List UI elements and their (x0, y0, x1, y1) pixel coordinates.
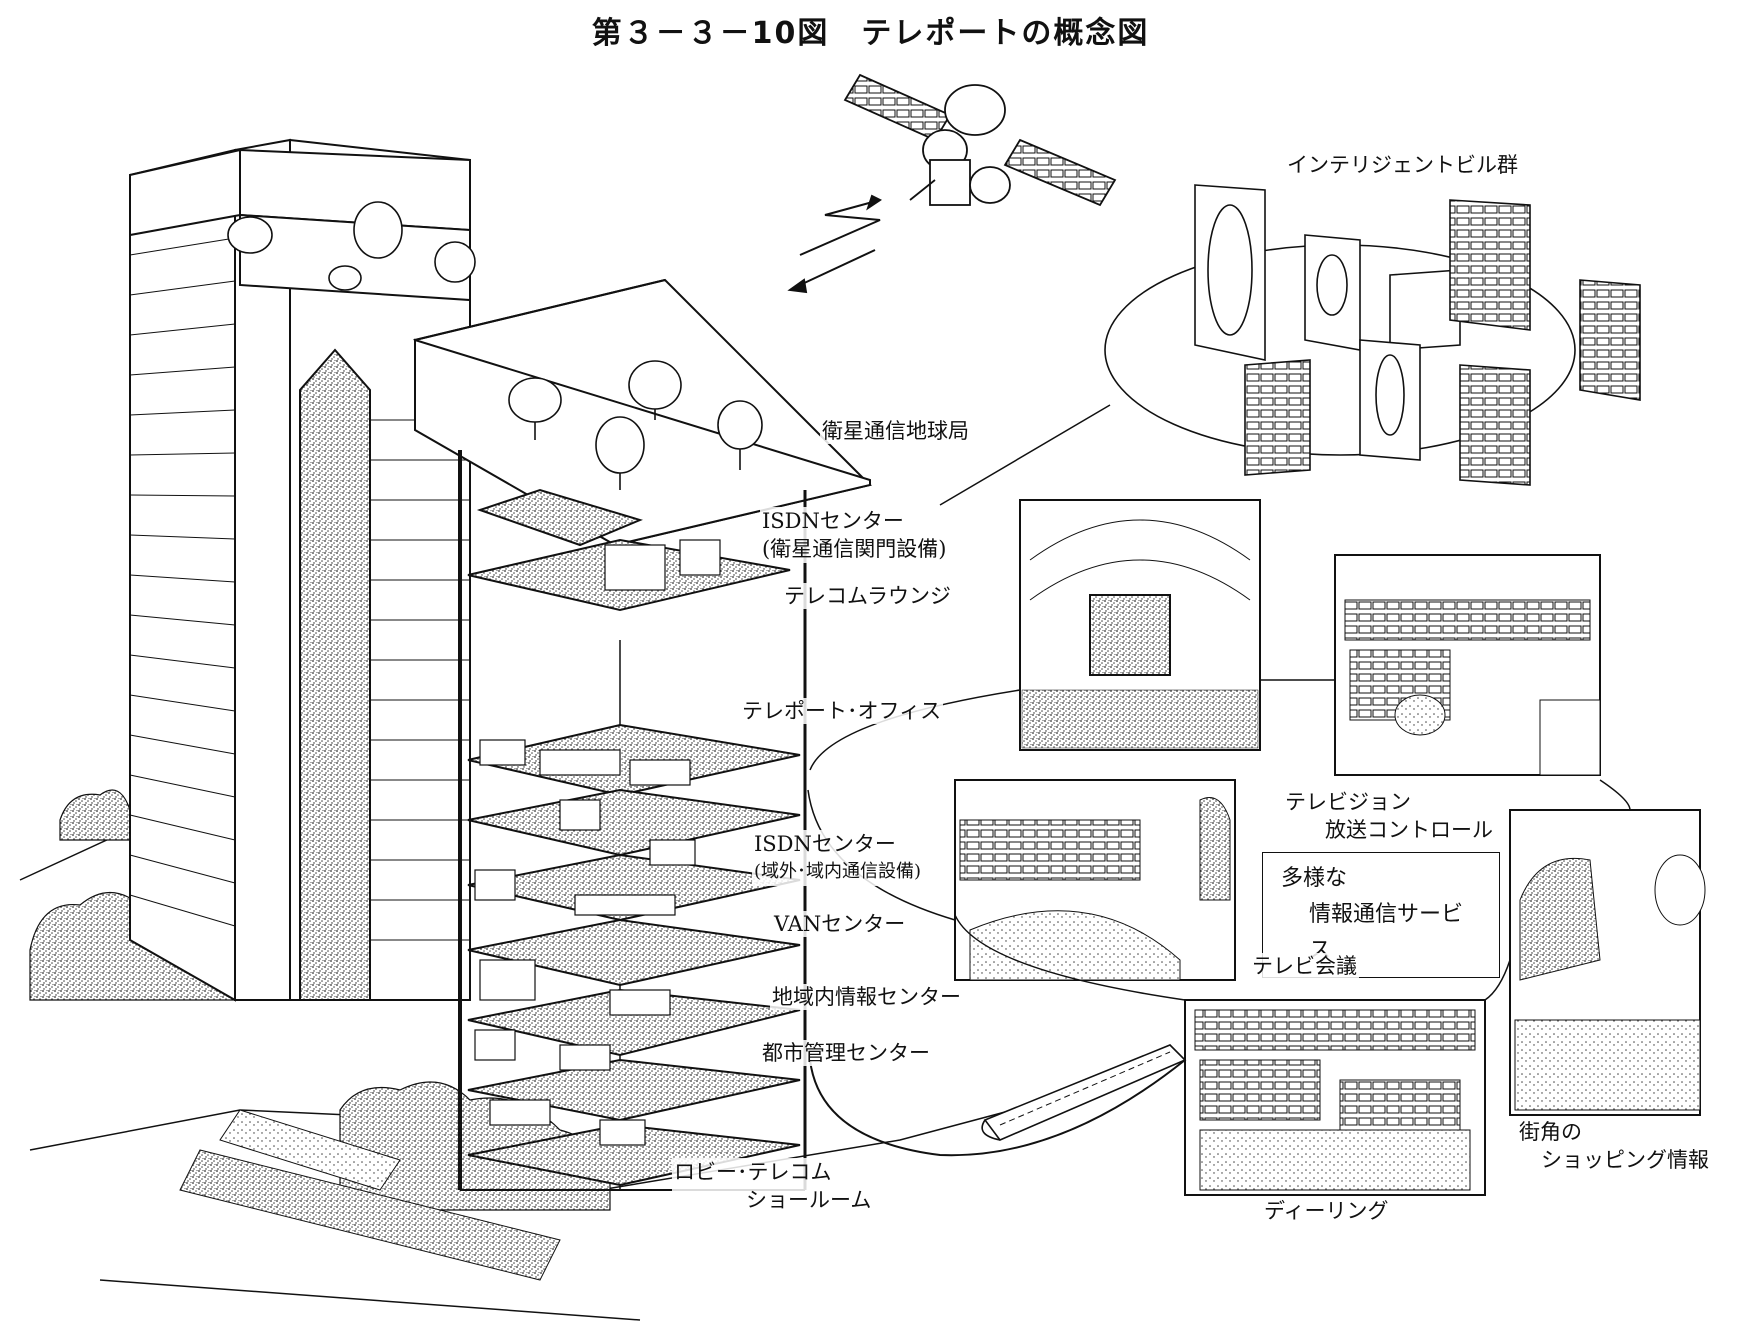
left-tower (129, 138, 471, 1002)
roof-dishes (508, 360, 763, 490)
label-isdn-center-top-line1: ISDNセンター (762, 509, 904, 533)
label-telecom-lounge: テレコムラウンジ (782, 583, 953, 609)
label-isdn-center-mid-line1: ISDNセンター (754, 832, 896, 856)
label-street-shopping: 街角の ショッピング情報 (1517, 1118, 1711, 1174)
label-isdn-center-top-line2: (衛星通信関門設備) (762, 537, 947, 561)
label-van-center: VANセンター (772, 911, 908, 937)
label-lobby-showroom: ロビー･テレコム ショールーム (672, 1158, 874, 1214)
diverse-services-line1: 多様な (1281, 866, 1348, 891)
label-street-shopping-line1: 街角の (1519, 1120, 1582, 1144)
scene-panel-tv-conference (954, 779, 1236, 981)
label-street-shopping-line2: ショッピング情報 (1541, 1148, 1709, 1172)
label-tv-broadcast-control: テレビジョン 放送コントロール (1283, 788, 1495, 844)
label-satellite-earth-station: 衛星通信地球局 (820, 418, 971, 444)
connector-buildings (939, 404, 1111, 506)
scene-panel-shopping (1509, 809, 1706, 1116)
monorail-train (809, 1044, 1187, 1157)
label-isdn-center-top: ISDNセンター (衛星通信関門設備) (760, 507, 949, 563)
label-lobby-line1: ロビー･テレコム (674, 1160, 832, 1184)
scene-panel-dealing (1184, 999, 1486, 1196)
label-urban-mgmt-center: 都市管理センター (760, 1040, 932, 1066)
intelligent-building-cluster (1104, 184, 1641, 486)
satellite (843, 73, 1117, 207)
left-tower-dishes (227, 201, 476, 291)
label-dealing: ディーリング (1262, 1198, 1391, 1224)
label-intelligent-buildings: インテリジェントビル群 (1285, 152, 1520, 178)
satellite-link-arrows (787, 194, 882, 294)
label-tv-conference: テレビ会議 (1250, 953, 1359, 979)
label-tv-broadcast-line2: 放送コントロール (1325, 818, 1493, 842)
scene-panel-tv-control (1334, 554, 1601, 776)
label-isdn-center-mid-line2: (域外･域内通信設備) (754, 861, 922, 882)
label-tv-broadcast-line1: テレビジョン (1285, 790, 1411, 814)
floor-equipment (474, 539, 721, 1146)
figure-title: 第３－３－10図 テレポートの概念図 (591, 16, 1150, 51)
label-lobby-line2: ショールーム (746, 1188, 872, 1212)
label-isdn-center-mid: ISDNセンター (域外･域内通信設備) (752, 830, 924, 886)
label-teleport-office: テレポート･オフィス (740, 698, 944, 724)
label-regional-info-center: 地域内情報センター (770, 984, 963, 1010)
cutaway-building (413, 278, 872, 1191)
scene-panel-trading-hall (1019, 499, 1261, 751)
